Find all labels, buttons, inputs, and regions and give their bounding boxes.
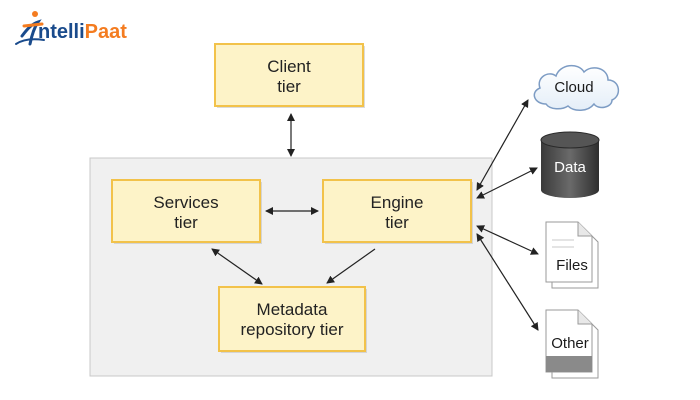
engine-tier-line1: Engine (371, 193, 424, 212)
database-icon (540, 131, 600, 198)
engine-tier-line2: tier (385, 213, 409, 232)
services-metadata-arrow (211, 248, 263, 285)
files-label: Files (556, 257, 588, 274)
services-tier-line2: tier (174, 213, 198, 232)
services-tier-box: Services tier (111, 179, 262, 244)
intellipaat-logo: ntelliPaat (15, 11, 127, 46)
files-source: Files (545, 221, 599, 289)
logo-figure-icon (15, 11, 45, 46)
client-tier-line1: Client (267, 57, 311, 76)
engine-data-arrow (476, 167, 538, 199)
other-documents-icon (545, 309, 599, 379)
cloud-source: Cloud (533, 64, 620, 111)
client-tier-box: Client tier (214, 43, 365, 108)
client-tier-line2: tier (277, 77, 301, 96)
metadata-tier-box: Metadata repository tier (218, 286, 367, 353)
data-source: Data (540, 131, 600, 198)
other-label: Other (551, 335, 589, 352)
logo-text-part2: Paat (85, 21, 128, 43)
metadata-tier-line2: repository tier (241, 320, 344, 339)
engine-metadata-arrow (326, 248, 376, 284)
engine-other-arrow (476, 233, 539, 331)
svg-text:ntelliPaat: ntelliPaat (38, 21, 127, 43)
files-icon (545, 221, 599, 289)
cloud-icon (533, 64, 620, 111)
cloud-label: Cloud (554, 79, 593, 96)
data-label: Data (554, 159, 586, 176)
logo-text-part1: ntelli (38, 21, 85, 43)
services-tier-line1: Services (153, 193, 218, 212)
other-source: Other (545, 309, 599, 379)
metadata-tier-line1: Metadata (257, 300, 328, 319)
engine-tier-box: Engine tier (322, 179, 473, 244)
